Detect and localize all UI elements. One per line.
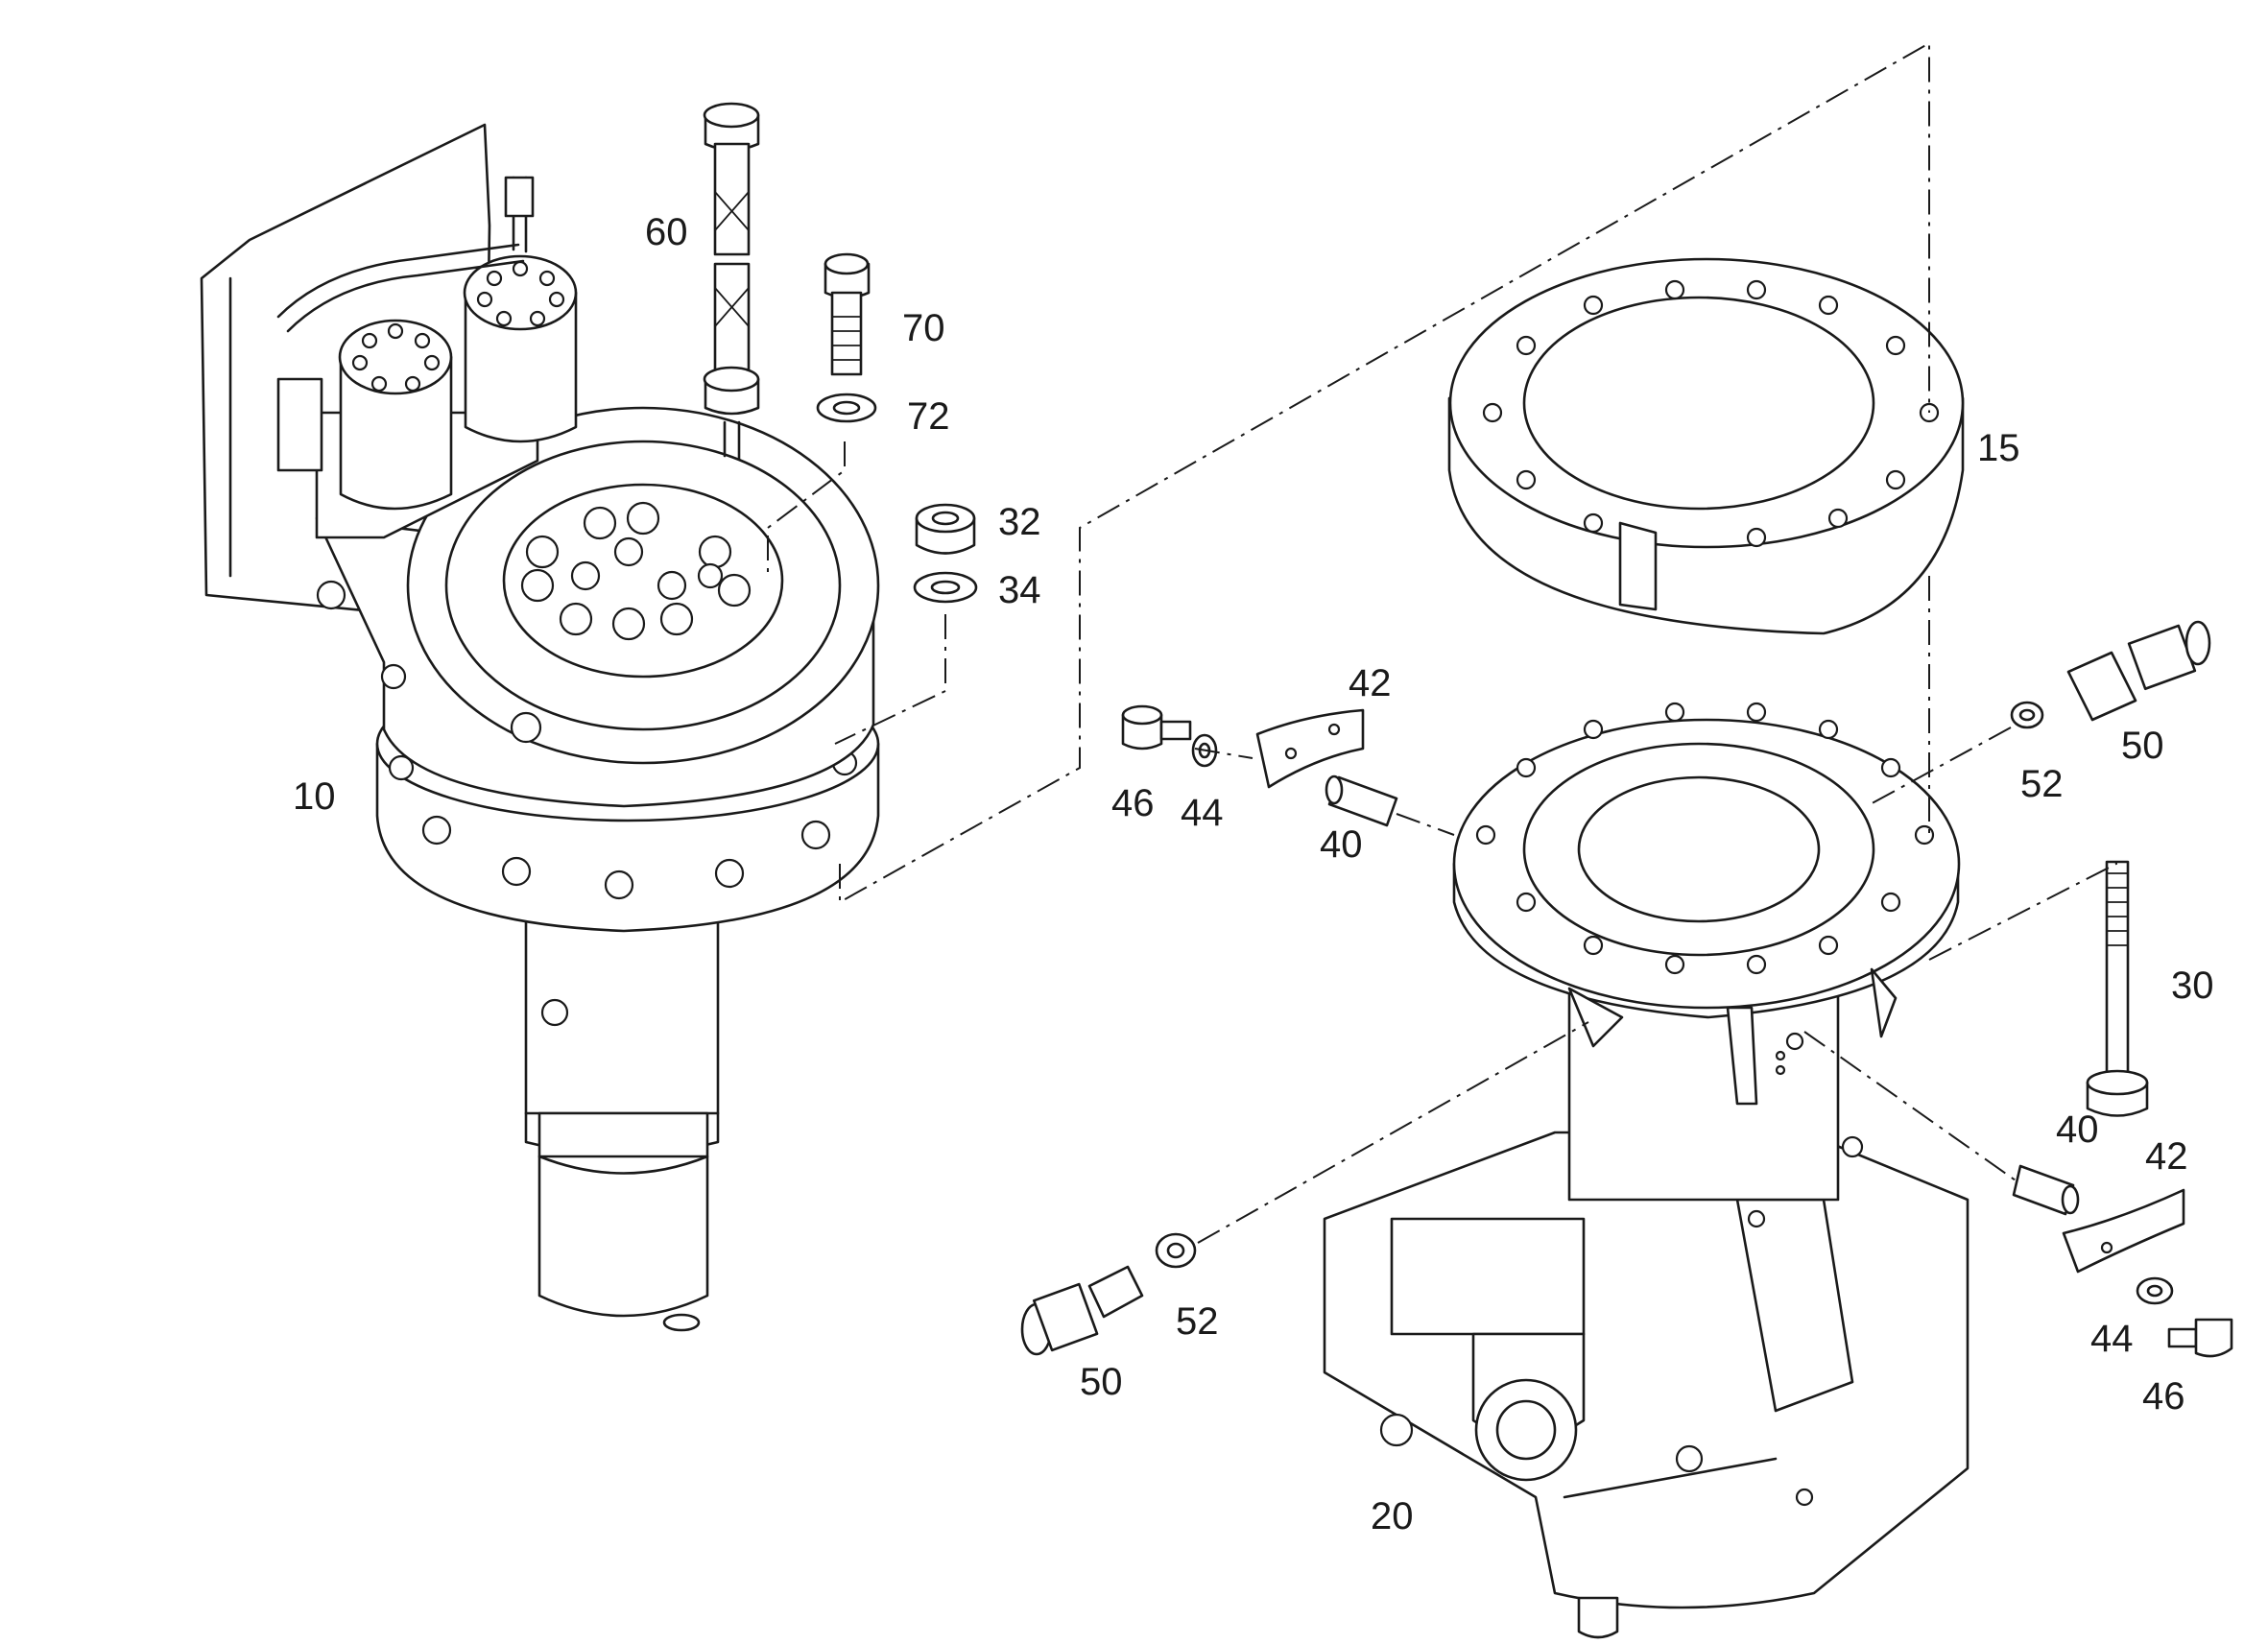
assembly-lines [767, 41, 2117, 1244]
screw-46-left [1121, 704, 1192, 751]
bolt-30 [2086, 860, 2149, 1117]
callout-10: 10 [293, 775, 336, 818]
callout-42-left: 42 [1349, 662, 1392, 704]
cylinder-b-bolts [476, 260, 565, 327]
callout-30: 30 [2171, 965, 2214, 1007]
callout-34: 34 [998, 569, 1041, 611]
fitting-60 [703, 102, 760, 461]
callout-40-right: 40 [2056, 1108, 2099, 1151]
screw-46-right [2167, 1318, 2233, 1358]
callout-15: 15 [1977, 427, 2020, 469]
pin-40-left [1325, 774, 1398, 827]
callout-42-right: 42 [2145, 1135, 2188, 1178]
nut-32 [915, 503, 976, 555]
ring-15 [1447, 257, 1965, 635]
center-bolt-cluster [520, 501, 752, 641]
plate-42-left [1255, 708, 1365, 789]
pin-40-right [2012, 1164, 2080, 1216]
washer-44-right [2136, 1276, 2174, 1305]
screw-70 [824, 252, 871, 376]
callout-40-left: 40 [1320, 823, 1363, 866]
callout-labels: 10 15 20 30 32 34 40 40 42 42 44 44 46 4… [293, 211, 2214, 1537]
washer-72 [816, 393, 877, 423]
cylinder-a-bolts [351, 322, 441, 393]
callout-60: 60 [645, 211, 688, 253]
callout-44-left: 44 [1181, 792, 1224, 834]
callout-46-left: 46 [1111, 782, 1155, 824]
washer-52-top [2010, 701, 2044, 729]
callout-20: 20 [1371, 1495, 1414, 1537]
callout-70: 70 [902, 307, 945, 349]
callout-50-top: 50 [2121, 725, 2164, 767]
callout-44-right: 44 [2090, 1318, 2134, 1360]
assembly-10 [200, 123, 880, 1332]
fitting-50-top [2066, 620, 2211, 722]
callout-32: 32 [998, 501, 1041, 543]
washer-34 [913, 571, 978, 604]
assembly-20 [1323, 702, 1970, 1639]
callout-52-bottom: 52 [1176, 1300, 1219, 1343]
callout-50-bottom: 50 [1080, 1361, 1123, 1403]
callout-52-top: 52 [2020, 763, 2064, 805]
callout-46-right: 46 [2142, 1375, 2185, 1418]
washer-52-bottom [1155, 1232, 1197, 1269]
plate-42-right [2062, 1188, 2185, 1274]
flange-20-holes [1475, 702, 1935, 975]
callout-72: 72 [907, 395, 950, 438]
fitting-50-bottom [1020, 1265, 1144, 1356]
